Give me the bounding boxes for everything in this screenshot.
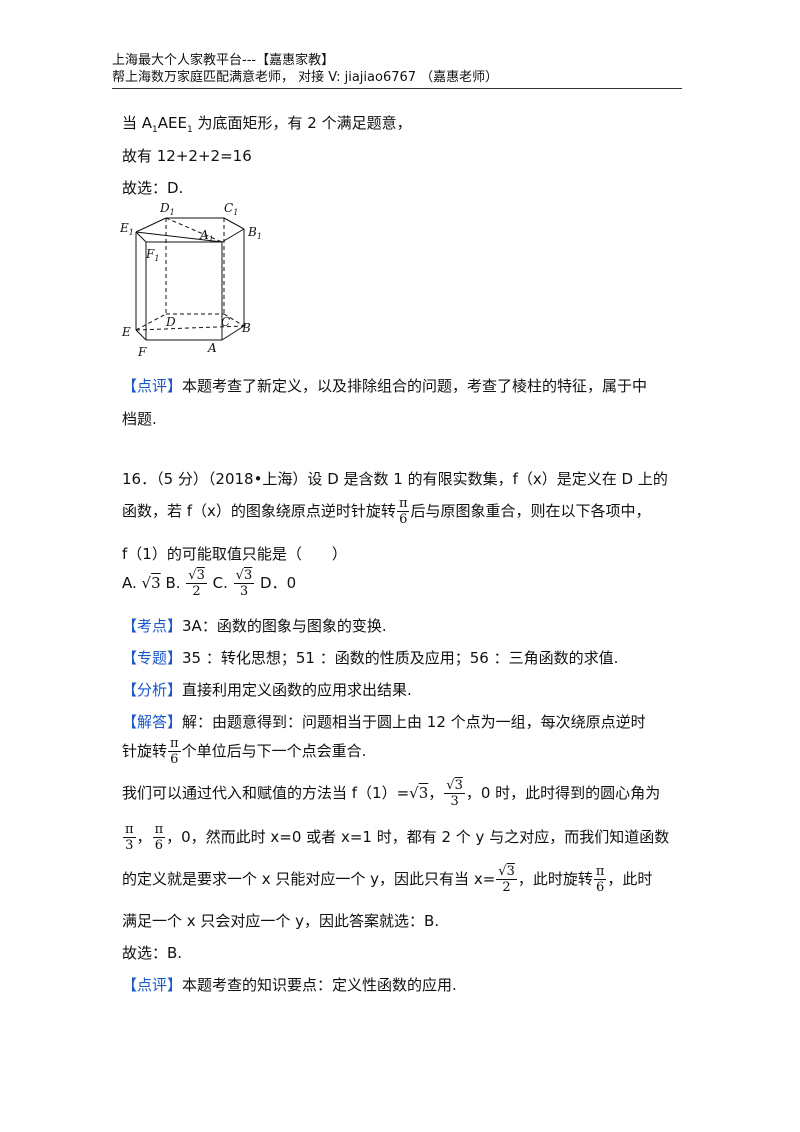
label-A: A bbox=[207, 341, 217, 355]
fenxi-line: 【分析】直接利用定义函数的应用求出结果. bbox=[122, 681, 412, 699]
prism-figure: D1 C1 E1 A1 B1 F1 D C E B F A bbox=[119, 201, 262, 359]
label-D: D bbox=[165, 315, 176, 329]
option-d: D．0 bbox=[260, 574, 297, 592]
prev-answer: 故选：D. bbox=[122, 179, 184, 197]
option-a-value: √3 bbox=[141, 574, 161, 592]
option-a-label: A. bbox=[122, 574, 137, 592]
label-D1: D1 bbox=[159, 201, 175, 217]
label-E1: E1 bbox=[119, 221, 134, 237]
label-F: F bbox=[137, 345, 147, 359]
prev-comment-line-2: 档题. bbox=[122, 410, 157, 428]
kaodian-line: 【考点】3A：函数的图象与图象的变换. bbox=[122, 617, 387, 635]
label-E: E bbox=[121, 325, 131, 339]
label-B1: B1 bbox=[247, 225, 262, 241]
comment-tag: 【点评】 bbox=[122, 377, 183, 395]
q16-answer: 故选：B. bbox=[122, 944, 183, 962]
solution-para-4: 满足一个 x 只会对应一个 y，因此答案就选：B. bbox=[122, 912, 440, 930]
label-F1: F1 bbox=[145, 247, 159, 263]
label-C1: C1 bbox=[224, 201, 238, 217]
prev-comment-line-1: 【点评】本题考查了新定义，以及排除组合的问题，考查了棱柱的特征，属于中 bbox=[122, 377, 648, 395]
q16-comment: 【点评】本题考查的知识要点：定义性函数的应用. bbox=[122, 976, 457, 994]
option-b-label: B. bbox=[165, 574, 181, 592]
option-c-label: C. bbox=[212, 574, 228, 592]
label-C: C bbox=[221, 315, 230, 329]
prev-line-1: 当 A1AEE1 为底面矩形，有 2 个满足题意， bbox=[122, 114, 412, 135]
header-rule bbox=[112, 88, 682, 89]
q16-line-3: f（1）的可能取值只能是（ ） bbox=[122, 545, 347, 563]
prev-line-2: 故有 12+2+2=16 bbox=[122, 147, 252, 165]
label-B: B bbox=[241, 321, 251, 335]
label-A1: A1 bbox=[199, 228, 214, 244]
jieda-line-1: 【解答】解：由题意得到：问题相当于圆上由 12 个点为一组，每次绕原点逆时 bbox=[122, 713, 646, 731]
page-header: 上海最大个人家教平台---【嘉惠家教】 帮上海数万家庭匹配满意老师， 对接 V:… bbox=[112, 52, 682, 86]
header-line-2: 帮上海数万家庭匹配满意老师， 对接 V: jiajiao6767 （嘉惠老师） bbox=[112, 70, 499, 85]
header-line-1: 上海最大个人家教平台---【嘉惠家教】 bbox=[112, 53, 335, 68]
q16-line-1: 16．（5 分）（2018•上海）设 D 是含数 1 的有限实数集，f（x）是定… bbox=[122, 470, 668, 488]
zhuanti-line: 【专题】35 ：转化思想；51 ：函数的性质及应用；56 ：三角函数的求值. bbox=[122, 649, 619, 667]
